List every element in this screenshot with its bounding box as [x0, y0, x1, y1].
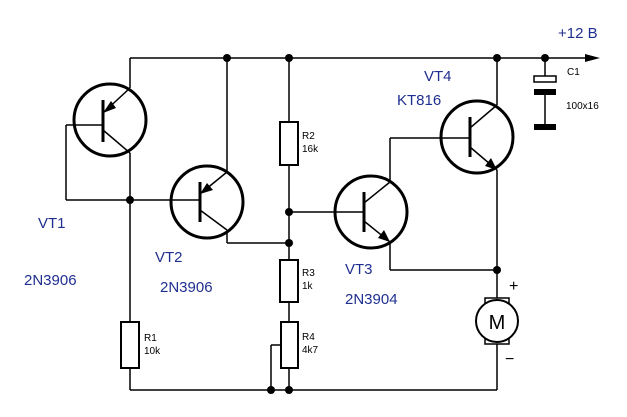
r1-value: 10k — [144, 346, 161, 357]
vt2-type: 2N3906 — [160, 279, 213, 296]
r2-value: 16k — [302, 144, 319, 155]
motor-plus-label: + — [509, 278, 518, 295]
transistor-vt4-symbol — [439, 99, 515, 175]
vt1-type: 2N3906 — [24, 272, 77, 289]
r4-name: R4 — [302, 332, 315, 343]
r1-name: R1 — [144, 333, 157, 344]
junction-dots — [126, 54, 549, 394]
resistor-r2-symbol — [279, 121, 299, 166]
resistor-r3-symbol — [279, 259, 299, 303]
vt3-type: 2N3904 — [345, 291, 398, 308]
r3-value: 1k — [302, 281, 314, 292]
resistor-r1-symbol — [120, 321, 140, 369]
r4-value: 4k7 — [302, 345, 319, 356]
vt3-name: VT3 — [345, 261, 373, 278]
vt2-name: VT2 — [155, 249, 183, 266]
motor-minus-label: − — [505, 351, 514, 368]
vt4-type: KT816 — [397, 92, 441, 109]
c1-name: C1 — [567, 67, 580, 78]
transistor-vt3-symbol — [333, 174, 409, 250]
vt4-name: VT4 — [424, 68, 452, 85]
r2-name: R2 — [302, 131, 315, 142]
transistor-vt2-symbol — [169, 164, 245, 240]
capacitor-c1-symbol — [533, 75, 557, 130]
r3-name: R3 — [302, 268, 315, 279]
motor-letter: M — [489, 312, 506, 334]
supply-label: +12 В — [558, 25, 598, 42]
vt1-name: VT1 — [38, 215, 66, 232]
transistor-vt1-symbol — [66, 82, 148, 158]
motor-symbol — [475, 297, 519, 345]
resistor-r4-symbol — [280, 321, 299, 369]
c1-value: 100x16 — [566, 101, 599, 112]
